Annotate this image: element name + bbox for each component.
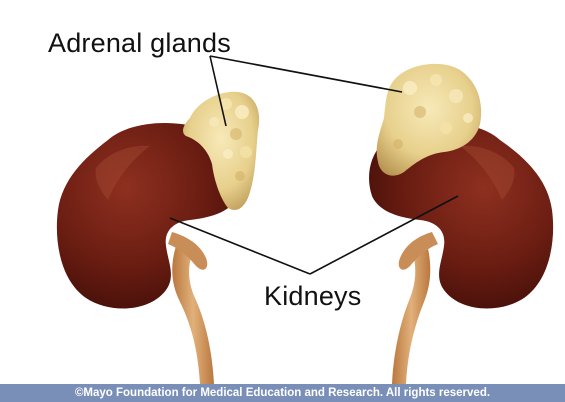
adrenal-glands-label: Adrenal glands [48, 30, 231, 57]
copyright-bar: ©Mayo Foundation for Medical Education a… [0, 384, 565, 402]
adrenal-leader-right [210, 56, 402, 92]
kidneys-label: Kidneys [264, 283, 361, 310]
